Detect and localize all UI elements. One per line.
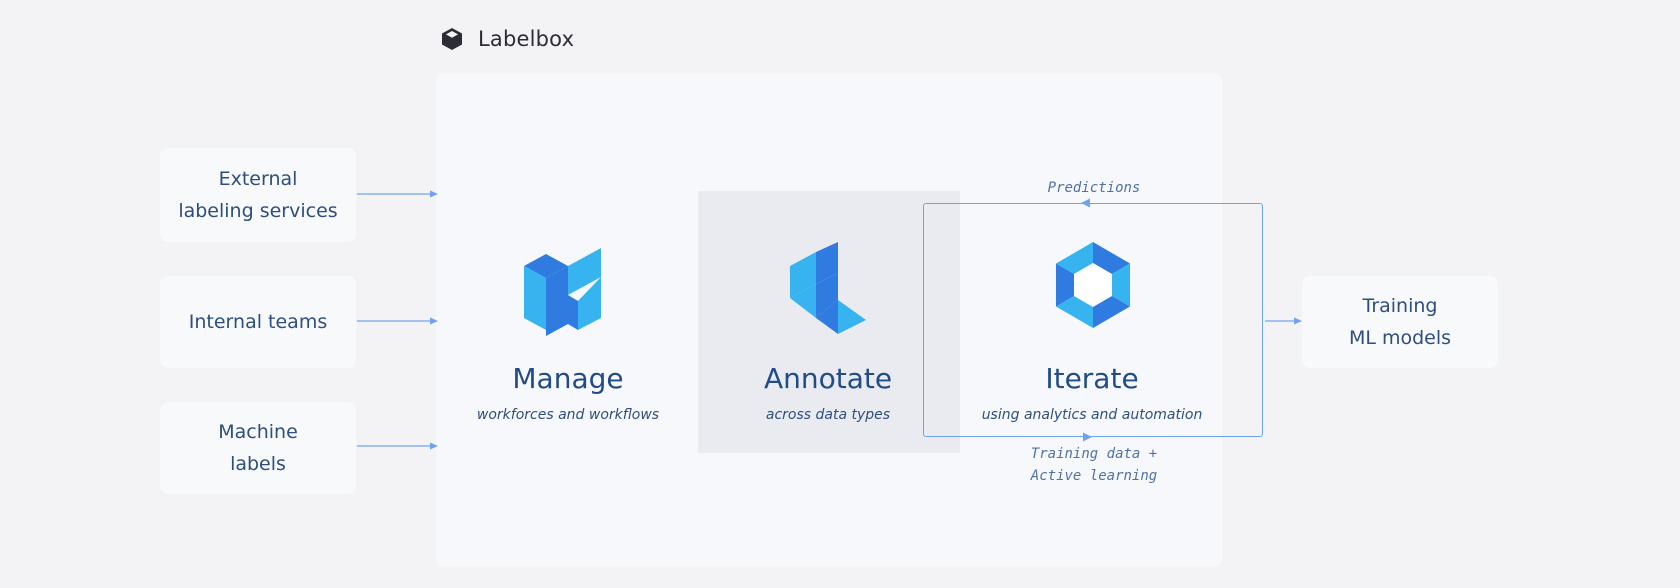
source-label: Machine labels [218, 421, 298, 475]
stage-subtitle-manage: workforces and workflows [476, 407, 660, 423]
source-external-labeling: External labeling services [160, 148, 356, 242]
output-label: Training ML models [1348, 295, 1452, 349]
iterate-icon [1056, 242, 1130, 328]
source-machine-labels: Machine labels [160, 402, 356, 494]
source-label: Internal teams [188, 311, 328, 333]
iterate-loop-frame [923, 203, 1263, 437]
brand-logo: Labelbox [441, 24, 574, 54]
predictions-label: Predictions [1047, 180, 1141, 196]
stage-title-manage: Manage [512, 362, 624, 395]
source-internal-teams: Internal teams [160, 276, 356, 368]
stage-subtitle-annotate: across data types [765, 407, 891, 423]
stage-title-annotate: Annotate [763, 362, 893, 395]
manage-icon [524, 248, 601, 336]
annotate-icon [790, 242, 866, 334]
stage-subtitle-iterate: using analytics and automation [981, 407, 1203, 423]
source-label: External labeling services [178, 168, 338, 222]
brand-name: Labelbox [478, 27, 575, 51]
stage-title-iterate: Iterate [1045, 362, 1139, 395]
output-training-models: Training ML models [1302, 276, 1498, 368]
labelbox-cube-icon [442, 28, 462, 50]
training-data-label: Training data + Active learning [1030, 446, 1158, 484]
